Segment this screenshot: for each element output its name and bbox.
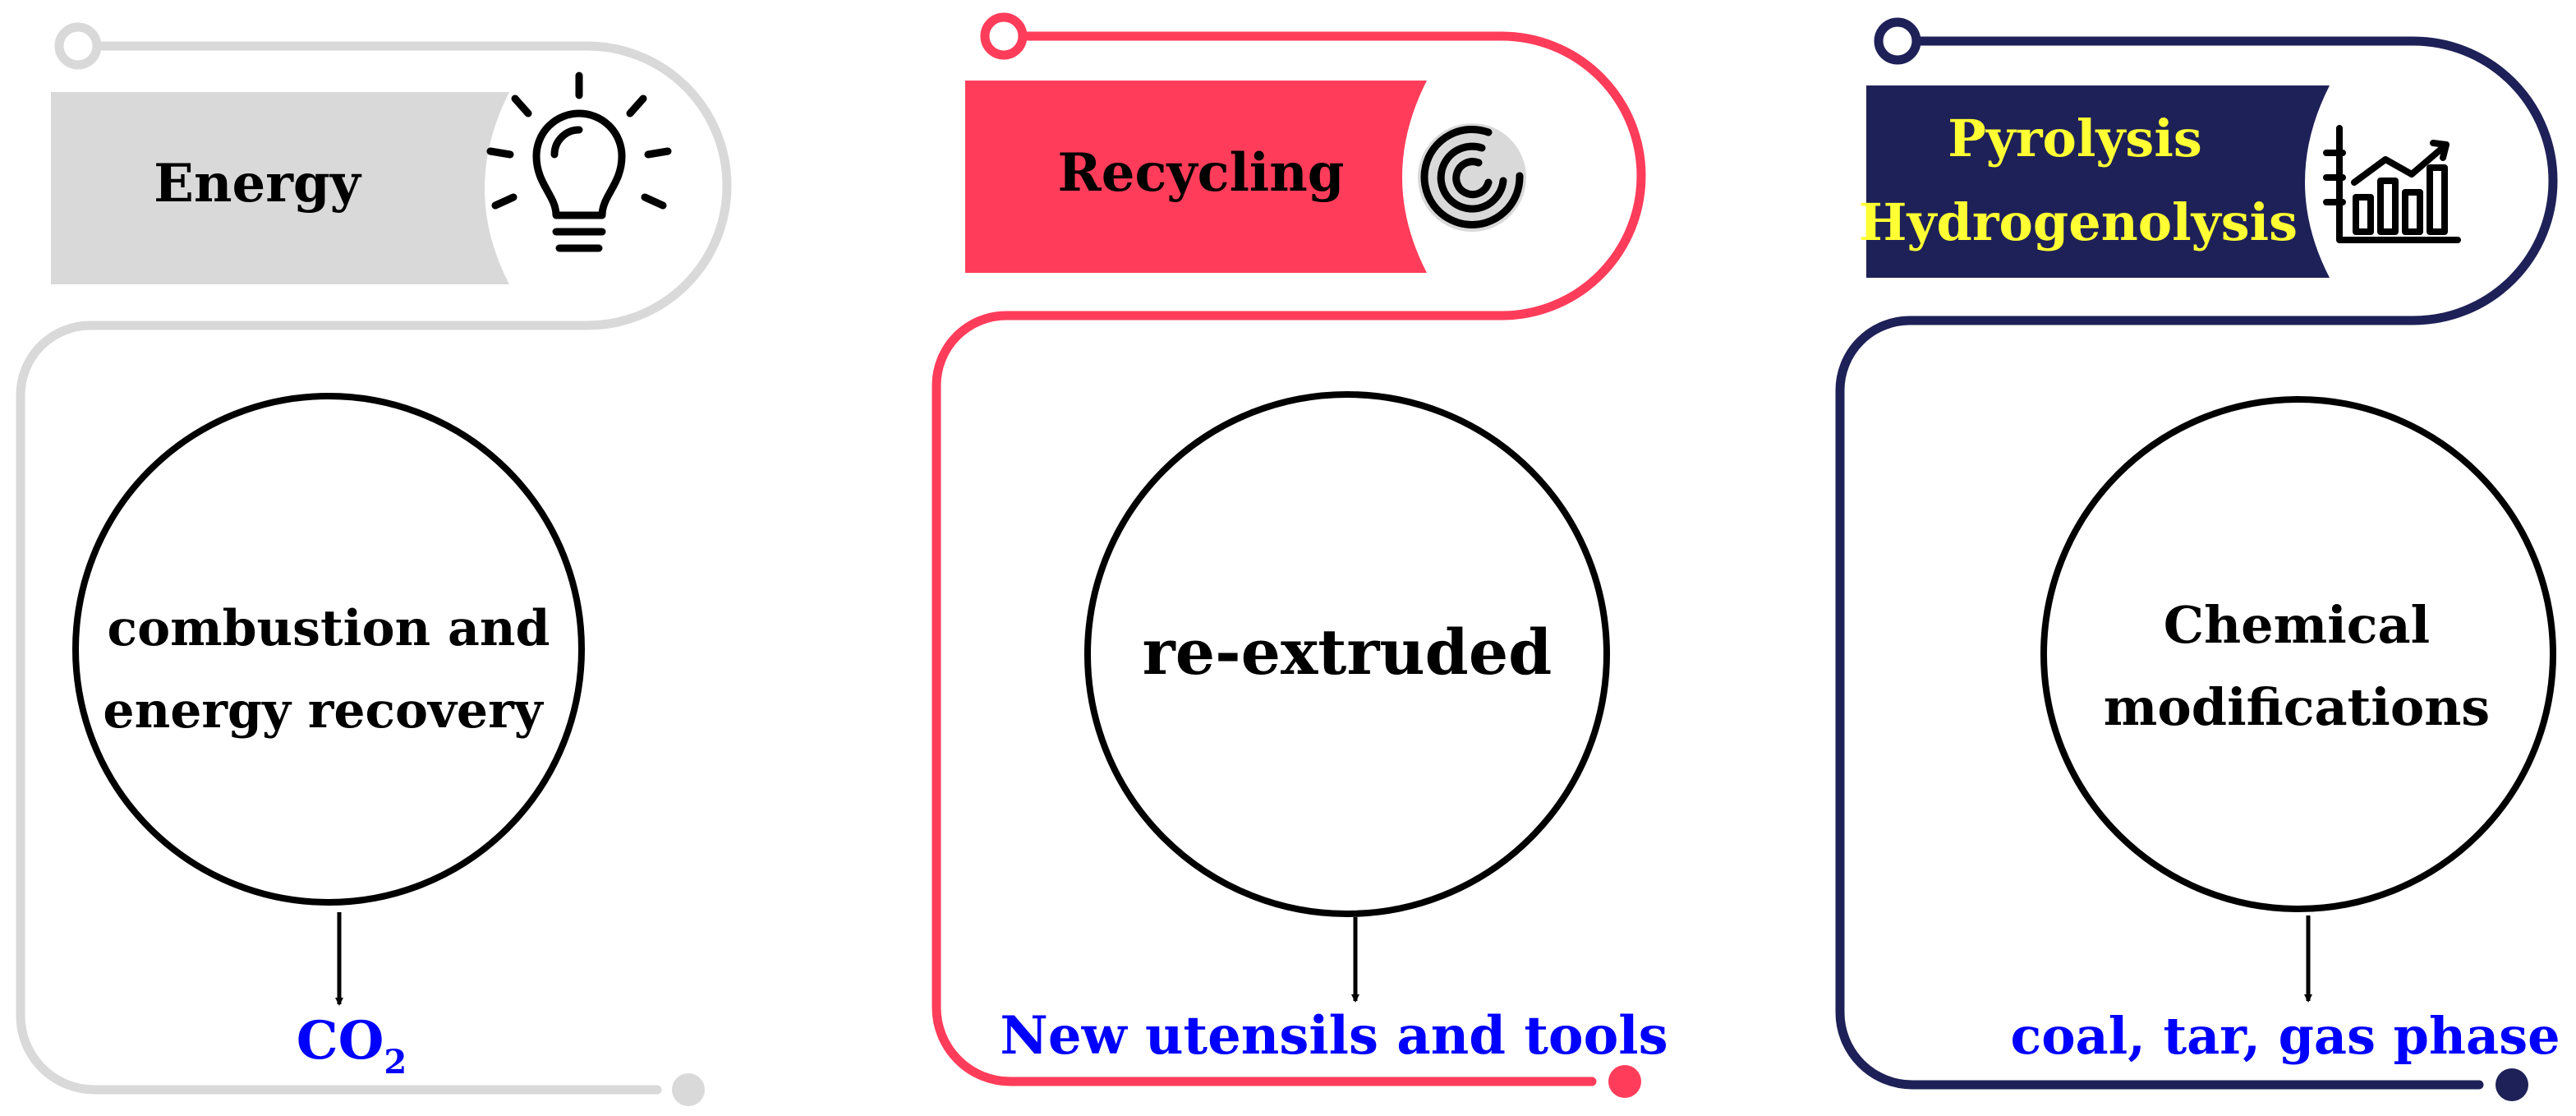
panel-energy: Energy combustion and energy recovery CO…	[16, 22, 732, 1106]
panel-pyrolysis: Pyrolysis Hydrogenolysis Chemical modifi…	[1835, 17, 2560, 1101]
recycling-title: Recycling	[1058, 142, 1345, 204]
energy-process-circle	[72, 393, 585, 906]
pyrolysis-output: coal, tar, gas phase	[2010, 1006, 2560, 1066]
pyrolysis-track-line	[1835, 36, 2558, 1090]
energy-track-start-dot	[54, 22, 102, 70]
energy-track-end-dot	[672, 1073, 705, 1106]
energy-output-subscript: 2	[384, 1043, 407, 1081]
energy-output-text: CO	[297, 1010, 384, 1072]
spiral-icon	[1418, 123, 1526, 232]
lightbulb-icon	[486, 71, 672, 252]
pyrolysis-title-line-2: Hydrogenolysis	[1859, 192, 2298, 252]
recycling-process-circle	[1084, 391, 1610, 917]
bar-chart-icon	[2323, 125, 2461, 243]
energy-process-line-1: combustion and	[108, 600, 550, 657]
recycling-process-line-1: re-extruded	[1143, 616, 1552, 689]
recycling-output: New utensils and tools	[1000, 1005, 1668, 1067]
recycling-track-start-dot	[980, 12, 1028, 60]
energy-process-line-2: energy recovery	[103, 682, 544, 740]
pyrolysis-process-line-2: modifications	[2104, 677, 2490, 737]
energy-output: CO2	[297, 1010, 407, 1081]
energy-title: Energy	[154, 153, 362, 214]
recycling-track-line	[932, 31, 1646, 1086]
recycling-title-banner	[965, 81, 1427, 273]
energy-track-line	[16, 41, 732, 1095]
pyrolysis-track-start-dot	[1874, 17, 1921, 65]
panel-recycling: Recycling re-extruded New utensils and t…	[932, 12, 1668, 1098]
energy-title-banner	[51, 92, 509, 284]
pyrolysis-title-line-1: Pyrolysis	[1948, 108, 2202, 168]
pyrolysis-process-circle	[2040, 396, 2556, 912]
pyrolysis-title-banner	[1866, 85, 2330, 278]
recycling-track-end-dot	[1608, 1065, 1641, 1098]
pyrolysis-process-line-1: Chemical	[2164, 595, 2431, 655]
pyrolysis-track-end-dot	[2496, 1068, 2528, 1101]
